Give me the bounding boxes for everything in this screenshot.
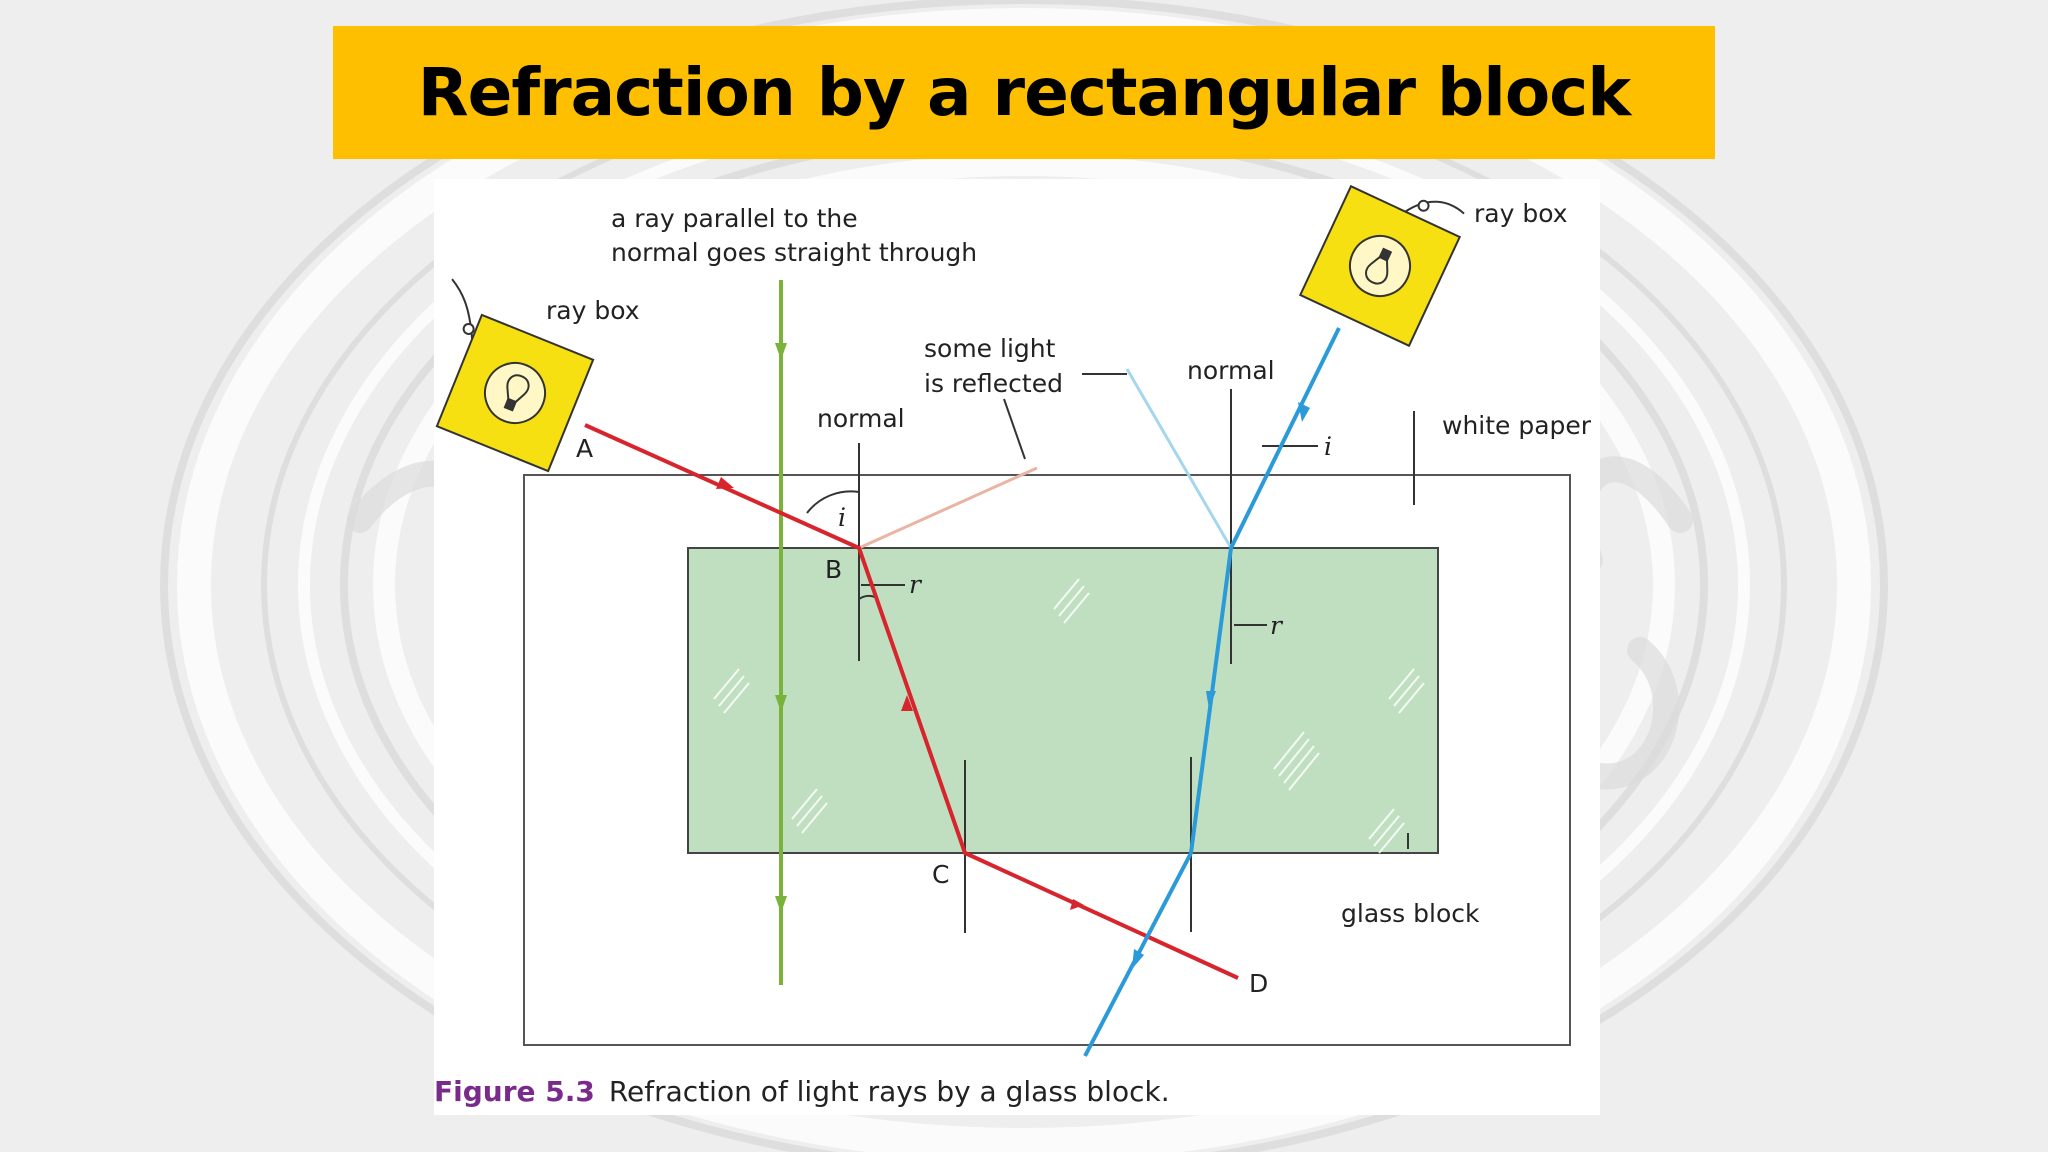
label-pointers bbox=[861, 373, 1415, 849]
white-paper-label: white paper bbox=[1442, 411, 1592, 440]
point-a-label: A bbox=[576, 434, 593, 463]
angle-r-left-label: r bbox=[909, 570, 923, 599]
point-b-label: B bbox=[825, 555, 842, 584]
blue-ray bbox=[1083, 327, 1341, 1057]
white-paper-outline bbox=[523, 474, 1571, 1046]
normal-right-label: normal bbox=[1187, 356, 1275, 385]
angle-i-right-label: i bbox=[1324, 432, 1332, 461]
ray-box-left-label: ray box bbox=[546, 296, 640, 325]
point-d-label: D bbox=[1249, 969, 1268, 998]
angle-r-right-label: r bbox=[1270, 611, 1284, 640]
green-ray bbox=[775, 280, 787, 985]
parallel-ray-label-line2: normal goes straight through bbox=[611, 238, 977, 267]
glass-glint-marks bbox=[713, 578, 1425, 854]
refraction-figure: a ray parallel to the normal goes straig… bbox=[434, 179, 1600, 1115]
angle-i-left-label: i bbox=[838, 503, 846, 532]
figure-caption-text: Refraction of light rays by a glass bloc… bbox=[608, 1075, 1170, 1108]
reflected-red-ray bbox=[858, 466, 1038, 550]
slide-title: Refraction by a rectangular block bbox=[417, 54, 1631, 131]
angle-i-arc-left bbox=[806, 490, 860, 514]
figure-number: Figure 5.3 bbox=[434, 1075, 595, 1108]
reflected-blue-ray bbox=[1125, 368, 1233, 549]
figure-caption: Figure 5.3 Refraction of light rays by a … bbox=[434, 1075, 1170, 1108]
ray-box-left bbox=[435, 278, 595, 473]
ray-box-right-label: ray box bbox=[1474, 199, 1568, 228]
parallel-ray-label-line1: a ray parallel to the bbox=[611, 204, 858, 233]
ray-box-right bbox=[1298, 184, 1465, 348]
normal-left-label: normal bbox=[817, 404, 905, 433]
title-banner: Refraction by a rectangular block bbox=[333, 26, 1715, 159]
refraction-diagram: a ray parallel to the normal goes straig… bbox=[435, 184, 1592, 1057]
glass-block-label: glass block bbox=[1341, 899, 1480, 928]
reflected-label-line1: some light bbox=[924, 334, 1056, 363]
reflected-label-line2: is reflected bbox=[924, 369, 1063, 398]
red-ray bbox=[584, 423, 1239, 980]
point-c-label: C bbox=[932, 860, 949, 889]
